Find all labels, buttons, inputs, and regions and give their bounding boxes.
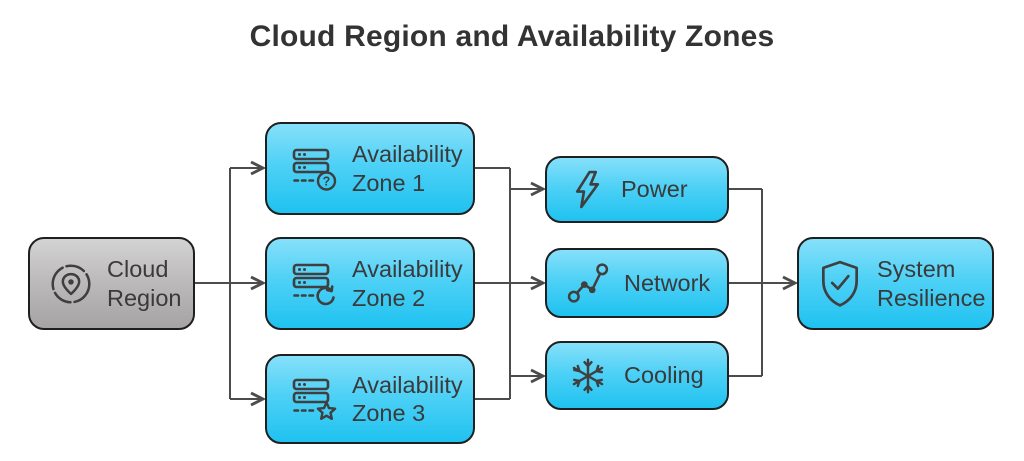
node-availability-zone-2: Availability Zone 2	[265, 237, 475, 330]
network-nodes-icon	[567, 262, 609, 304]
server-star-icon	[291, 376, 337, 422]
snowflake-icon	[567, 355, 609, 397]
shield-check-icon	[817, 259, 863, 309]
edge-trunk-right	[729, 188, 763, 377]
node-availability-zone-3: Availability Zone 3	[265, 354, 475, 444]
node-label: Cooling	[624, 362, 704, 389]
node-cooling: Cooling	[545, 341, 729, 410]
svg-text:?: ?	[323, 174, 331, 188]
node-label: Availability Zone 1	[352, 141, 463, 196]
diagram-title: Cloud Region and Availability Zones	[249, 20, 775, 53]
node-label: System Resilience	[877, 256, 986, 311]
node-power: Power	[545, 156, 729, 223]
node-label: Network	[624, 269, 711, 296]
node-network: Network	[545, 248, 729, 318]
node-label: Availability Zone 2	[352, 256, 463, 311]
region-pin-icon	[48, 261, 94, 307]
edge-trunk-middle	[475, 167, 511, 400]
node-label: Availability Zone 3	[352, 371, 463, 426]
edge-trunk-left	[195, 168, 231, 399]
server-refresh-icon	[291, 261, 337, 307]
lightning-icon	[569, 169, 606, 210]
server-question-icon: ?	[291, 146, 337, 192]
node-label: Cloud Region	[107, 256, 182, 311]
node-availability-zone-1: ? Availability Zone 1	[265, 122, 475, 215]
node-label: Power	[621, 176, 688, 203]
node-cloud-region: Cloud Region	[28, 237, 195, 330]
node-system-resilience: System Resilience	[797, 237, 994, 330]
